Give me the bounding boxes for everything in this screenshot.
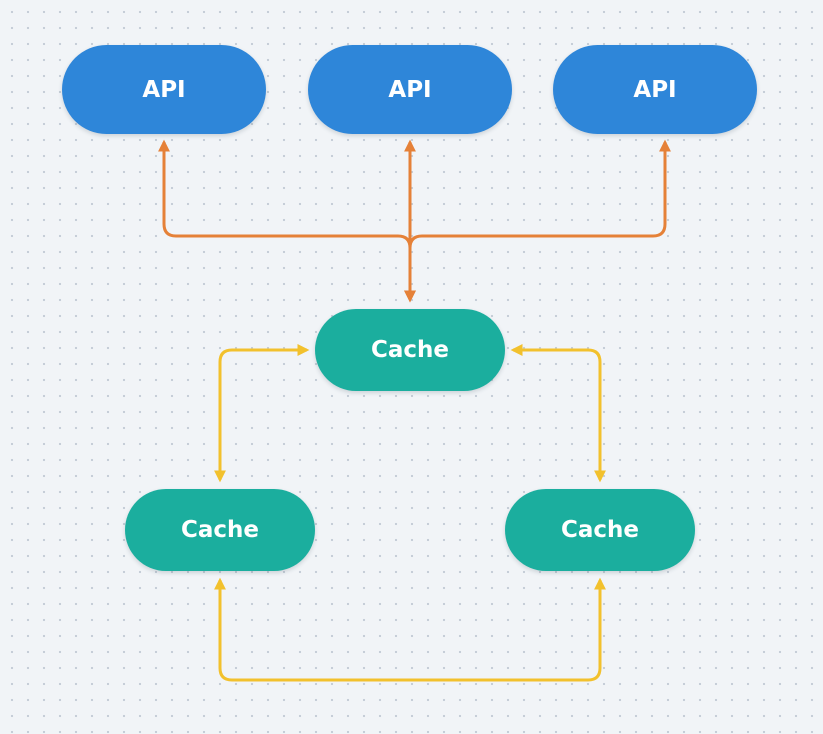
cache-node-main[interactable]: Cache — [315, 309, 505, 391]
connector-api-1-cache[interactable] — [158, 139, 416, 303]
cache-node-left-label: Cache — [180, 517, 259, 543]
cache-node-right-label: Cache — [560, 517, 639, 543]
api-node-3[interactable]: API — [553, 45, 757, 134]
connector-cache-main-left[interactable] — [214, 344, 310, 483]
api-node-1[interactable]: API — [62, 45, 266, 134]
api-node-1-label: API — [142, 76, 186, 103]
connector-api-3-cache[interactable] — [404, 139, 671, 303]
connector-cache-left-right[interactable] — [214, 577, 606, 682]
api-node-2-label: API — [388, 76, 432, 103]
cache-node-right[interactable]: Cache — [505, 489, 695, 571]
api-node-2[interactable]: API — [308, 45, 512, 134]
cache-node-left[interactable]: Cache — [125, 489, 315, 571]
connector-cache-main-right[interactable] — [510, 344, 606, 483]
cache-node-main-label: Cache — [370, 337, 449, 363]
api-node-3-label: API — [633, 76, 677, 103]
